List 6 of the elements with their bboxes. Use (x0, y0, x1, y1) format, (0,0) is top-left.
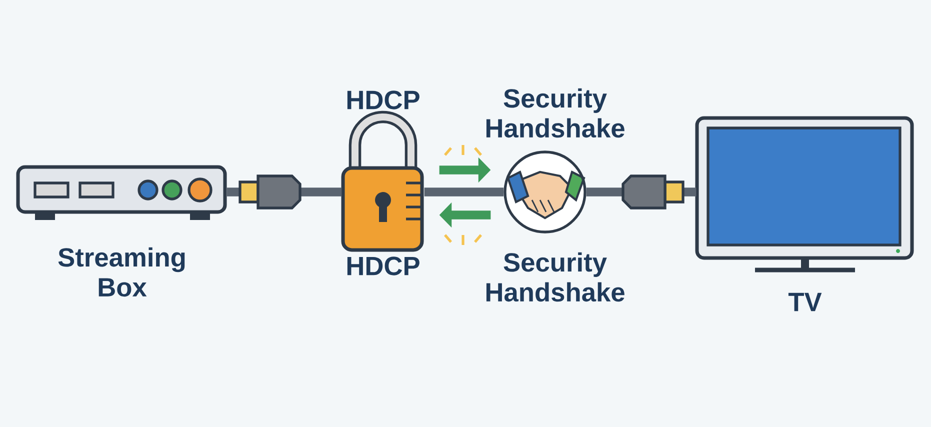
node-label: TV (788, 292, 822, 312)
node-label: HDCP (347, 256, 420, 276)
node-label: Security Handshake (486, 252, 624, 302)
node-label: Security Handshake (486, 88, 624, 138)
node-label: HDCP (347, 90, 420, 110)
node-label: Streaming Box (58, 247, 185, 297)
